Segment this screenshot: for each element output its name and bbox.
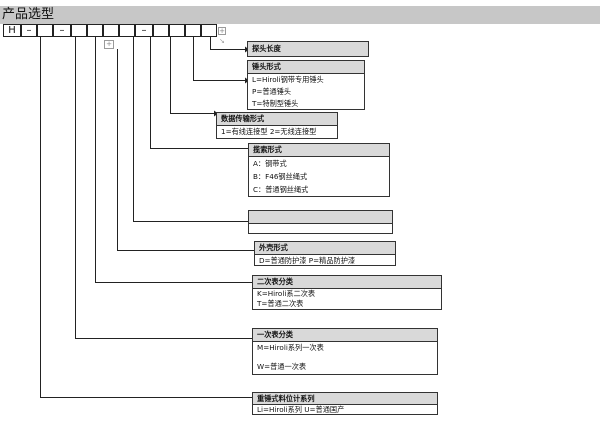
- resize-handle-icon[interactable]: ↘: [219, 37, 225, 45]
- code-slot-housing-form[interactable]: [103, 24, 119, 37]
- hammer-form-header: 锤头形式: [248, 61, 364, 74]
- code-slot-data-transfer[interactable]: [169, 24, 185, 37]
- hammer-form-option-l: L=Hiroli钢带专用锤头: [252, 75, 324, 84]
- secondary-meter-header: 二次表分类: [253, 276, 441, 289]
- cable-form-option-a: A：钢带式: [253, 159, 287, 168]
- primary-meter-option-m: M=Hiroli系列一次表: [257, 343, 324, 352]
- data-transfer-options: 1=有线连接型 2=无线连接型: [221, 127, 317, 136]
- hammer-form-option-p: P=普通锤头: [252, 87, 292, 96]
- data-transfer-header: 数据传输形式: [217, 113, 337, 126]
- probe-length-header: 探头长度: [248, 42, 368, 56]
- primary-meter-header: 一次表分类: [253, 329, 437, 342]
- blank-option-box: [248, 210, 393, 234]
- title-bar: 产品选型: [0, 6, 600, 24]
- code-slot-blank[interactable]: [119, 24, 135, 37]
- data-transfer-box: 数据传输形式 1=有线连接型 2=无线连接型: [216, 112, 338, 139]
- series-options: Li=Hiroli系列 U=普通国产: [257, 405, 345, 414]
- probe-length-box: 探头长度: [247, 41, 369, 57]
- code-slot-secondary-meter[interactable]: [87, 24, 103, 37]
- cable-form-header: 揽索形式: [249, 144, 389, 157]
- code-slot-probe-length[interactable]: [201, 24, 217, 37]
- series-box: 重锤式料位计系列 Li=Hiroli系列 U=普通国产: [252, 392, 438, 415]
- series-header: 重锤式料位计系列: [253, 393, 437, 405]
- code-prefix-cell: H: [3, 24, 21, 37]
- add-slot-plus-icon[interactable]: +: [104, 40, 114, 49]
- hammer-form-option-t: T=特制型锤头: [252, 99, 299, 108]
- secondary-meter-option-k: K=Hiroli系二次表: [257, 289, 316, 298]
- cable-form-option-b: B：F46钢丝绳式: [253, 172, 308, 181]
- primary-meter-option-w: W=普通一次表: [257, 362, 307, 371]
- code-slot-hammer-form[interactable]: [185, 24, 201, 37]
- expand-plus-icon[interactable]: +: [218, 27, 226, 35]
- code-slot-primary-meter[interactable]: [71, 24, 87, 37]
- hammer-form-box: 锤头形式 L=Hiroli钢带专用锤头 P=普通锤头 T=特制型锤头: [247, 60, 365, 110]
- primary-meter-box: 一次表分类 M=Hiroli系列一次表 W=普通一次表: [252, 328, 438, 375]
- page-title: 产品选型: [2, 7, 55, 22]
- code-dash-3: –: [135, 24, 153, 37]
- blank-option-header: [249, 211, 392, 224]
- secondary-meter-option-t: T=普通二次表: [257, 299, 304, 308]
- housing-form-header: 外壳形式: [255, 242, 395, 255]
- code-dash-1: –: [21, 24, 37, 37]
- cable-form-box: 揽索形式 A：钢带式 B：F46钢丝绳式 C：普通钢丝绳式: [248, 143, 390, 197]
- code-dash-2: –: [53, 24, 71, 37]
- housing-form-options: D=普通防护漆 P=精品防护漆: [259, 256, 356, 265]
- code-slot-cable-form[interactable]: [153, 24, 169, 37]
- cable-form-option-c: C：普通钢丝绳式: [253, 185, 309, 194]
- code-slot-series[interactable]: [37, 24, 53, 37]
- housing-form-box: 外壳形式 D=普通防护漆 P=精品防护漆: [254, 241, 396, 266]
- secondary-meter-box: 二次表分类 K=Hiroli系二次表 T=普通二次表: [252, 275, 442, 310]
